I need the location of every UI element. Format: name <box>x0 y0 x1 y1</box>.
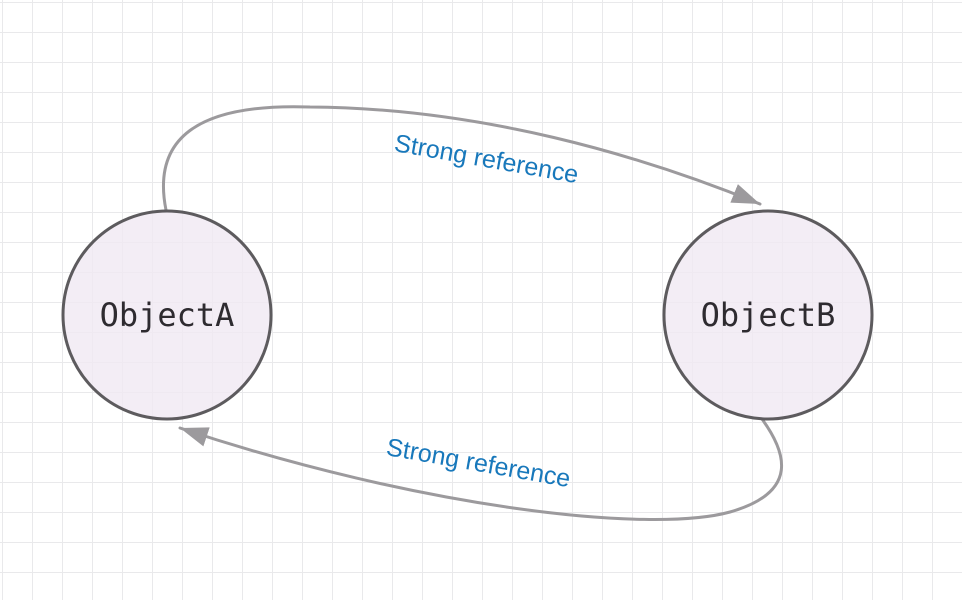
node-objectB-label: ObjectB <box>701 296 836 334</box>
edge-objectA-to-objectB <box>161 105 762 212</box>
edge-objectB-to-objectA <box>178 417 784 521</box>
node-objectA-label: ObjectA <box>100 296 235 334</box>
edge-label-bottom: Strong reference <box>384 433 572 493</box>
node-objectB-circle <box>662 209 874 421</box>
node-objectA-circle <box>61 209 273 421</box>
